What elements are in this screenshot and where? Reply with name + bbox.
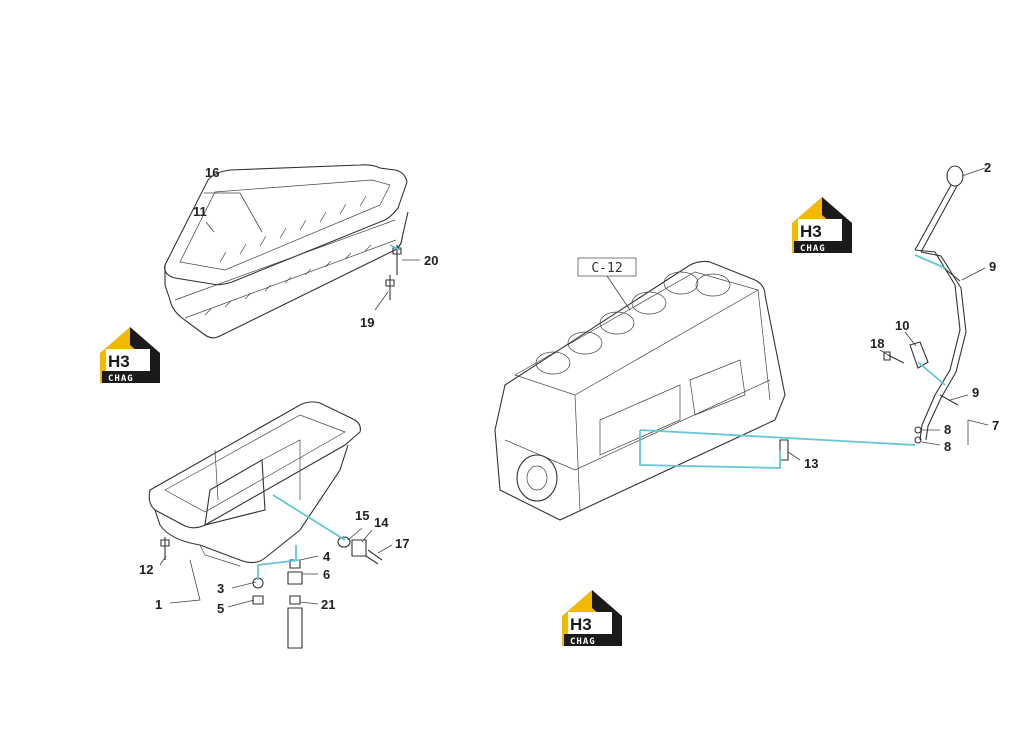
callout-2: 2	[984, 160, 991, 175]
callout-8a: 8	[944, 422, 951, 437]
callout-12: 12	[139, 562, 153, 577]
callout-14: 14	[374, 515, 389, 530]
reference-box: C-12	[577, 257, 637, 311]
callout-13: 13	[804, 456, 818, 471]
callout-19: 19	[360, 315, 374, 330]
callout-9b: 9	[972, 385, 979, 400]
callout-11: 11	[193, 204, 207, 219]
watermark-logo-left: H3 CHAG	[100, 327, 160, 384]
watermark-logo-right: H3 CHAG	[792, 197, 852, 254]
svg-text:CHAG: CHAG	[800, 244, 826, 254]
callout-9a: 9	[989, 259, 996, 274]
callout-8b: 8	[944, 439, 951, 454]
callout-18: 18	[870, 336, 884, 351]
callouts: 1 2 3 4 5 6 7 8 8 9 9 10 11 12 13 14 15 …	[139, 160, 999, 616]
callout-20: 20	[424, 253, 438, 268]
callout-17: 17	[395, 536, 409, 551]
lower-oil-pan	[148, 401, 361, 567]
callout-16: 16	[205, 165, 219, 180]
callout-10: 10	[895, 318, 909, 333]
callout-5: 5	[217, 601, 224, 616]
callout-3: 3	[217, 581, 224, 596]
reference-label: C-12	[591, 261, 622, 276]
svg-text:CHAG: CHAG	[570, 637, 596, 647]
svg-text:CHAG: CHAG	[108, 374, 134, 384]
callout-15: 15	[355, 508, 369, 523]
svg-text:H3: H3	[800, 222, 822, 241]
dipstick-assembly	[909, 165, 967, 441]
svg-text:H3: H3	[570, 615, 592, 634]
callout-1: 1	[155, 597, 162, 612]
callout-7: 7	[992, 418, 999, 433]
engine-block	[494, 260, 786, 521]
watermark-logo-bottom: H3 CHAG	[562, 590, 622, 647]
leader-lines	[159, 167, 989, 608]
callout-6: 6	[323, 567, 330, 582]
fasteners	[160, 245, 961, 649]
callout-21: 21	[321, 597, 335, 612]
callout-4: 4	[323, 549, 331, 564]
svg-text:H3: H3	[108, 352, 130, 371]
upper-oil-pan-assembly	[164, 164, 409, 339]
connector-lines	[257, 244, 946, 580]
